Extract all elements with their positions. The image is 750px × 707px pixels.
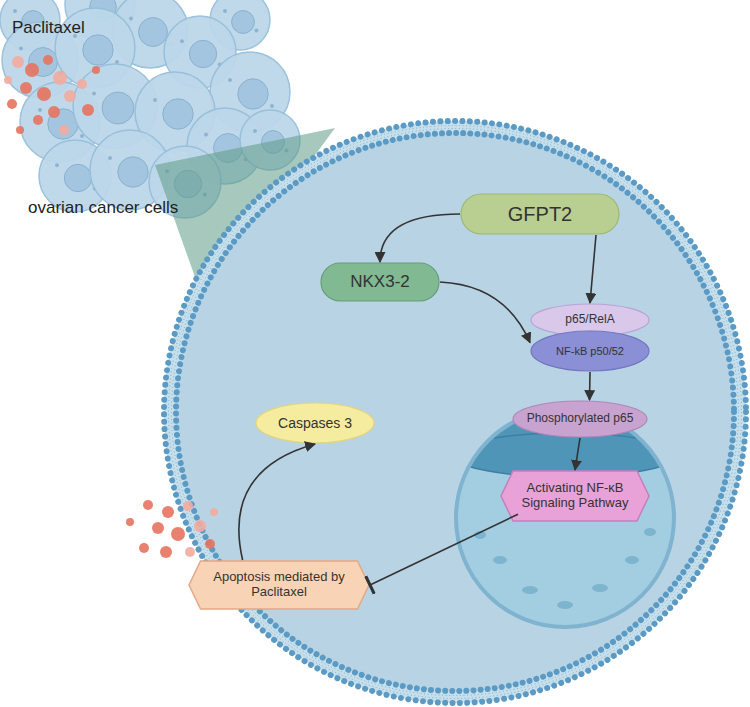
drug-particle <box>205 539 215 549</box>
drug-particle <box>37 87 51 101</box>
annotation-label: ovarian cancer cells <box>28 198 178 218</box>
annotation-label: Paclitaxel <box>12 18 85 38</box>
gene-box: NKX3-2 <box>320 262 440 302</box>
protein-ellipse: Phosphorylated p65 <box>512 400 648 438</box>
protein-ellipse: Caspases 3 <box>255 402 375 444</box>
cell-granule <box>253 129 257 133</box>
node-text: NF-kB p50/52 <box>548 345 632 358</box>
drug-particle <box>160 546 172 558</box>
drug-particle <box>77 79 87 89</box>
drug-particle <box>143 500 153 510</box>
cell-granule <box>13 9 17 13</box>
drug-particle <box>25 63 39 77</box>
cell-granule <box>180 39 184 43</box>
cell-granule <box>223 9 227 13</box>
cell-nucleus <box>118 157 148 187</box>
drug-particle <box>7 99 17 109</box>
cell-nucleus <box>163 99 193 129</box>
cell-nucleus <box>189 40 216 67</box>
drug-particle <box>194 520 206 532</box>
cell-granule <box>255 29 259 33</box>
arrow-connector <box>239 444 315 560</box>
cell-membrane <box>164 121 746 703</box>
drug-particle <box>162 506 174 518</box>
cell-nucleus <box>139 18 168 47</box>
drug-particle <box>4 76 12 84</box>
cell-granule <box>55 163 59 167</box>
node-text: Caspases 3 <box>270 415 360 431</box>
cell-granule <box>19 47 23 51</box>
cell-granule <box>204 133 208 137</box>
process-hexagon: Apoptosis mediated by Paclitaxel <box>188 560 370 610</box>
arrow-connector <box>589 372 591 400</box>
drug-particle <box>185 547 195 557</box>
cell-granule <box>129 17 133 21</box>
arrow-connector <box>440 282 530 343</box>
cell-nucleus <box>232 11 255 34</box>
drug-particle <box>43 55 53 65</box>
cell-granule <box>153 98 157 102</box>
process-hexagon: Activating NF-κB Signaling Pathway <box>500 470 650 522</box>
drug-particle <box>33 115 43 125</box>
drug-particle <box>20 82 32 94</box>
drug-particle <box>126 518 134 526</box>
drug-particle <box>92 66 100 74</box>
node-text: NKX3-2 <box>342 272 418 292</box>
drug-particle <box>183 501 193 511</box>
cell-nucleus <box>64 164 91 191</box>
drug-particle <box>139 543 149 553</box>
inhibition-line <box>370 514 518 585</box>
cell-granule <box>108 156 112 160</box>
drug-particle <box>152 522 164 534</box>
drug-particle <box>12 56 24 68</box>
drug-particle <box>53 71 67 85</box>
drug-particle <box>64 90 76 102</box>
cell-granule <box>270 104 274 108</box>
arrow-connector <box>575 438 580 470</box>
drug-particle <box>16 126 24 134</box>
drug-particle <box>171 527 185 541</box>
node-text: Activating NF-κB Signaling Pathway <box>500 481 650 511</box>
cell-nucleus <box>83 35 113 65</box>
cell-granule <box>228 78 232 82</box>
drug-particle <box>82 104 94 116</box>
cell-granule <box>38 108 42 112</box>
gene-box: GFPT2 <box>460 193 620 235</box>
protein-ellipse: NF-kB p50/52 <box>530 330 650 372</box>
cell-nucleus <box>102 92 134 124</box>
drug-particle <box>59 125 69 135</box>
arrow-connector <box>590 235 596 303</box>
drug-particle <box>48 106 60 118</box>
drug-particle <box>210 508 218 516</box>
paclitaxel-particles <box>4 55 218 558</box>
node-text: Phosphorylated p65 <box>519 412 642 426</box>
cell-nucleus <box>238 79 268 109</box>
nucleus <box>450 400 680 627</box>
arrow-connector <box>380 214 460 262</box>
node-text: p65/RelA <box>557 313 622 327</box>
node-text: Apoptosis mediated by Paclitaxel <box>188 570 370 600</box>
cell-granule <box>92 91 96 95</box>
node-text: GFPT2 <box>500 203 580 226</box>
